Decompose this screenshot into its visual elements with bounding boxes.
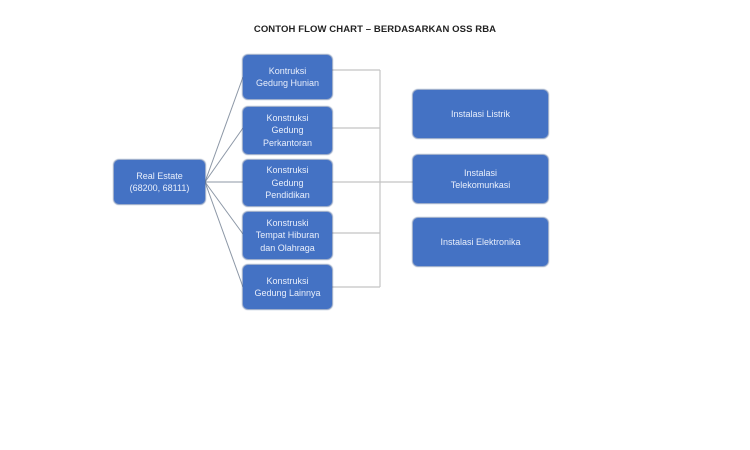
node-instalasi-listrik: Instalasi Listrik: [413, 90, 548, 138]
node-konstruksi-gedung-hunian: Kontruksi Gedung Hunian: [243, 55, 332, 99]
connector-root-lainnya: [204, 181, 244, 288]
node-instalasi-telekomunikasi: Instalasi Telekomunkasi: [413, 155, 548, 203]
node-instalasi-elektronika: Instalasi Elektronika: [413, 218, 548, 266]
connector-root-hunian: [204, 76, 244, 183]
node-konstruksi-tempat-hiburan: Konstruski Tempat Hiburan dan Olahraga: [243, 212, 332, 259]
node-konstruksi-gedung-pendidikan: Konstruksi Gedung Pendidikan: [243, 160, 332, 206]
node-real-estate: Real Estate (68200, 68111): [114, 160, 205, 204]
node-konstruksi-gedung-perkantoran: Konstruksi Gedung Perkantoran: [243, 107, 332, 154]
connector-root-perkantoran: [204, 127, 244, 183]
chart-title: CONTOH FLOW CHART – BERDASARKAN OSS RBA: [253, 24, 497, 35]
node-konstruksi-gedung-lainnya: Konstruksi Gedung Lainnya: [243, 265, 332, 309]
connector-root-hiburan: [204, 181, 244, 235]
